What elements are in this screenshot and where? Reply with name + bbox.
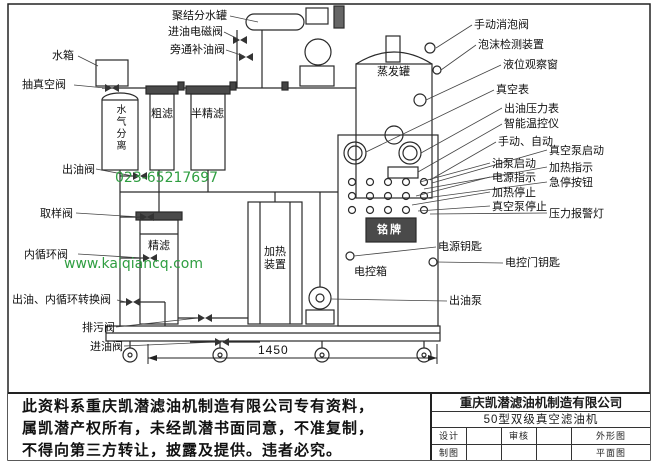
caster-wheels xyxy=(122,341,432,363)
leader-lines xyxy=(73,15,548,347)
outlet-pump xyxy=(305,286,335,325)
legal-line-1: 此资料系重庆凯潜滤油机制造有限公司专有资料， xyxy=(22,399,375,415)
cell-plan-view: 平面图 xyxy=(572,444,650,460)
label-fine-filter: 精滤 xyxy=(148,240,170,252)
label-manual-auto: 手动、自动 xyxy=(498,136,553,148)
label-oil-pump-start: 油泵启动 xyxy=(492,158,536,170)
evaporation-tank xyxy=(355,35,442,199)
label-temp-controller: 智能温控仪 xyxy=(504,118,559,130)
label-foam-detector: 泡沫检测装置 xyxy=(478,39,544,51)
label-power-key: 电源钥匙 xyxy=(438,241,482,253)
label-evaporation-tank: 蒸发罐 xyxy=(377,66,410,78)
legal-line-3: 不得向第三方转让，披露及提供。违者必究。 xyxy=(22,443,343,459)
cell-draft-value xyxy=(467,444,501,460)
label-water-gas-separation: 水气分离 xyxy=(114,104,125,152)
footer-section: 此资料系重庆凯潜滤油机制造有限公司专有资料， 属凯潜产权所有，未经凯潜书面同意，… xyxy=(8,392,650,460)
label-vacuum-pump-start: 真空泵启动 xyxy=(549,145,604,157)
cell-review-value xyxy=(537,428,571,444)
label-nameplate: 铭牌 xyxy=(377,224,403,236)
product-model: 50型双级真空滤油机 xyxy=(432,412,650,428)
valve-symbols xyxy=(105,36,253,346)
cell-design-value xyxy=(467,428,501,444)
cell-blank-1 xyxy=(502,444,536,460)
nameplate-shape xyxy=(365,217,417,243)
cell-outline-view: 外形图 xyxy=(572,428,650,444)
label-emergency-stop: 急停按钮 xyxy=(549,177,593,189)
legal-line-2: 属凯潜产权所有，未经凯潜书面同意，不准复制， xyxy=(22,421,375,437)
label-pressure-alarm-light: 压力报警灯 xyxy=(549,208,604,220)
label-heating-stop: 加热停止 xyxy=(492,187,536,199)
piping xyxy=(119,170,338,343)
machine-body xyxy=(95,5,442,363)
dimension-line xyxy=(147,344,438,364)
company-name: 重庆凯潜滤油机制造有限公司 xyxy=(432,394,650,412)
filter-coarse xyxy=(145,85,179,171)
label-vacuum-pump-stop: 真空泵停止 xyxy=(492,201,547,213)
water-tank-shape xyxy=(95,59,129,87)
cell-review-label: 审核 xyxy=(502,428,536,444)
title-block-grid: 设计 审核 外形图 制图 平面图 xyxy=(432,428,650,460)
label-oil-inlet-valve: 进油阀 xyxy=(90,341,123,353)
cell-draft-label: 制图 xyxy=(432,444,466,460)
label-vacuum-gauge: 真空表 xyxy=(496,84,529,96)
legal-notice: 此资料系重庆凯潜滤油机制造有限公司专有资料， 属凯潜产权所有，未经凯潜书面同意，… xyxy=(8,394,432,460)
control-panel xyxy=(337,134,439,327)
label-heating-indicator: 加热指示 xyxy=(549,162,593,174)
title-block: 重庆凯潜滤油机制造有限公司 50型双级真空滤油机 设计 审核 外形图 制图 平面… xyxy=(432,394,650,460)
label-inlet-solenoid-valve: 进油电磁阀 xyxy=(168,26,223,38)
label-power-indicator: 电源指示 xyxy=(492,172,536,184)
label-control-door-key: 电控门钥匙 xyxy=(505,257,560,269)
label-drain-valve: 排污阀 xyxy=(82,322,115,334)
label-coalescer-tank: 聚结分水罐 xyxy=(172,10,227,22)
label-internal-circulation-valve: 内循环阀 xyxy=(24,249,68,261)
sheet-border xyxy=(7,3,651,461)
label-outlet-circulation-switch-valve: 出油、内循环转换阀 xyxy=(12,294,111,306)
base-frame xyxy=(105,325,441,342)
label-heating-device: 加热装置 xyxy=(264,246,286,271)
cell-blank-2 xyxy=(537,444,571,460)
cell-design-label: 设计 xyxy=(432,428,466,444)
label-coarse-filter: 粗滤 xyxy=(151,108,173,120)
label-outlet-pressure-gauge: 出油压力表 xyxy=(504,103,559,115)
label-sampling-valve: 取样阀 xyxy=(40,208,73,220)
top-assembly xyxy=(236,5,345,88)
watermark-website: www.kaiqiancq.com xyxy=(64,256,204,272)
label-vacuum-draw-valve: 抽真空阀 xyxy=(22,79,66,91)
label-level-window: 液位观察窗 xyxy=(503,59,558,71)
label-oil-outlet-valve: 出油阀 xyxy=(62,164,95,176)
dimension-text: 1450 xyxy=(258,343,289,357)
label-water-tank: 水箱 xyxy=(52,50,74,62)
label-oil-outlet-pump: 出油泵 xyxy=(449,295,482,307)
watermark-phone: 023-65217697 xyxy=(115,170,219,186)
label-electric-control-box: 电控箱 xyxy=(354,266,387,278)
label-bypass-refill-valve: 旁通补油阀 xyxy=(170,44,225,56)
label-semi-fine-filter: 半精滤 xyxy=(191,108,224,120)
filter-semi-fine xyxy=(185,85,231,171)
label-manual-defoam-valve: 手动消泡阀 xyxy=(474,19,529,31)
